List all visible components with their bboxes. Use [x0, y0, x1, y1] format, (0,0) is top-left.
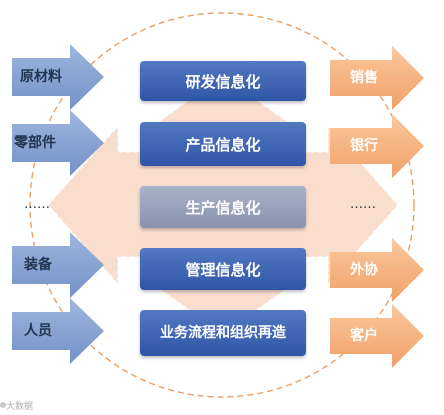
right-arrow-1	[330, 46, 424, 110]
right-arrow-4	[330, 238, 424, 302]
left-arrow-4	[12, 232, 104, 298]
left-label-5: 人员	[24, 323, 52, 339]
right-label-4: 外协	[350, 262, 378, 278]
right-label-1: 销售	[350, 70, 378, 86]
left-label-3: ……	[24, 197, 50, 212]
right-label-2: 银行	[350, 138, 378, 154]
right-arrows	[330, 46, 424, 368]
left-label-1: 原材料	[20, 69, 62, 85]
left-arrows	[12, 44, 104, 364]
right-label-5: 客户	[350, 328, 378, 344]
left-label-2: 零部件	[14, 135, 56, 151]
right-arrow-5	[330, 304, 424, 368]
right-label-3: ……	[350, 197, 376, 212]
block-product: 产品信息化	[140, 122, 306, 166]
right-arrow-2	[330, 114, 424, 178]
left-arrow-5	[12, 298, 104, 364]
block-process: 业务流程和组织再造	[140, 310, 306, 356]
watermark: 大数据	[6, 402, 34, 412]
left-arrow-2	[12, 110, 104, 176]
left-arrow-1	[12, 44, 104, 110]
boundary-circle	[29, 12, 415, 398]
block-rd: 研发信息化	[140, 61, 306, 101]
watermark-logo-icon	[0, 402, 6, 408]
left-label-4: 装备	[24, 257, 52, 273]
block-production: 生产信息化	[140, 186, 306, 228]
block-management: 管理信息化	[140, 248, 306, 290]
